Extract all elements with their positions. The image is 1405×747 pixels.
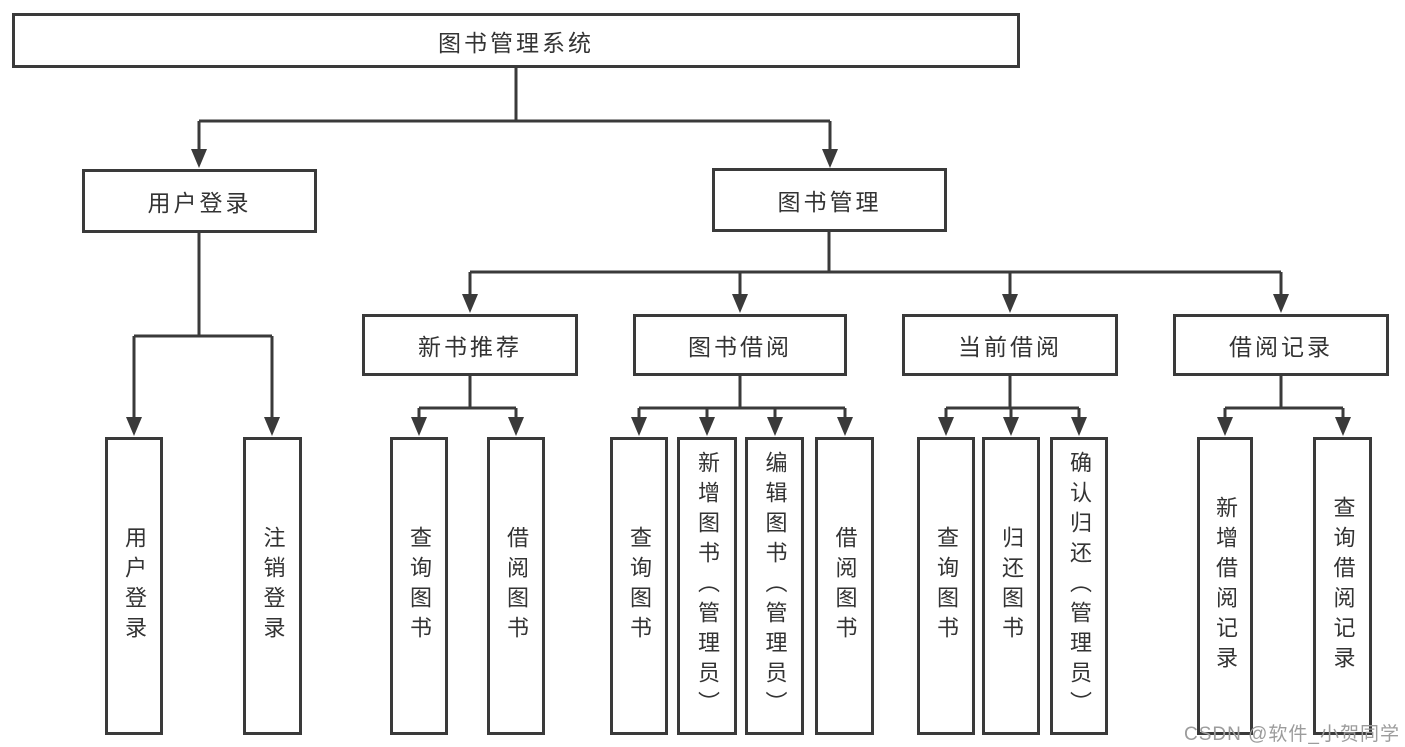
arrow-icon (631, 417, 647, 436)
leaf-borrow-books-borrow: 借阅图书 (815, 437, 874, 735)
node-user-login: 用户登录 (82, 169, 317, 233)
edge-root-children (197, 68, 832, 152)
arrowheads (126, 149, 1351, 436)
edge-book-borrow-children (637, 376, 847, 421)
leaf-confirm-return-admin: 确认归还（管理员） (1050, 437, 1108, 735)
leaf-query-books-newrec: 查询图书 (390, 437, 448, 735)
edge-current-borrow-children (944, 376, 1081, 421)
arrow-icon (1002, 294, 1018, 313)
leaf-query-books-borrow-label: 查询图书 (627, 526, 652, 646)
node-root-label: 图书管理系统 (438, 29, 594, 56)
arrow-icon (767, 417, 783, 436)
leaf-user-login: 用户登录 (105, 437, 163, 735)
leaf-edit-book-admin-label: 编辑图书（管理员） (762, 451, 788, 721)
edge-book-mgmt-children (468, 232, 1283, 297)
node-borrow-records: 借阅记录 (1173, 314, 1389, 376)
leaf-query-borrow-record-label: 查询借阅记录 (1330, 496, 1356, 676)
leaf-query-books-borrow: 查询图书 (610, 437, 668, 735)
leaf-query-borrow-record: 查询借阅记录 (1313, 437, 1372, 735)
node-root: 图书管理系统 (12, 13, 1020, 68)
leaf-borrow-books-newrec: 借阅图书 (487, 437, 545, 735)
node-new-book-recommend: 新书推荐 (362, 314, 578, 376)
leaf-borrow-books-borrow-label: 借阅图书 (832, 526, 858, 646)
arrow-icon (822, 149, 838, 168)
arrow-icon (462, 294, 478, 313)
leaf-borrow-books-newrec-label: 借阅图书 (504, 526, 529, 646)
edge-borrow-records-children (1223, 376, 1345, 421)
node-user-login-label: 用户登录 (147, 190, 252, 216)
node-book-borrow-label: 图书借阅 (688, 334, 792, 360)
leaf-return-books: 归还图书 (982, 437, 1040, 735)
node-current-borrow-label: 当前借阅 (958, 334, 1062, 360)
edge-user-login-children (132, 233, 274, 420)
edge-new-book-children (417, 376, 518, 421)
node-new-book-recommend-label: 新书推荐 (418, 334, 522, 360)
leaf-logout-label: 注销登录 (260, 526, 286, 646)
arrow-icon (732, 294, 748, 313)
arrow-icon (1071, 417, 1087, 436)
arrow-icon (264, 417, 280, 436)
node-borrow-records-label: 借阅记录 (1229, 334, 1333, 360)
node-book-management-label: 图书管理 (777, 189, 882, 215)
leaf-add-borrow-record: 新增借阅记录 (1197, 437, 1253, 735)
arrow-icon (191, 149, 207, 168)
leaf-query-books-current-label: 查询图书 (934, 526, 959, 646)
leaf-confirm-return-admin-label: 确认归还（管理员） (1067, 451, 1092, 721)
node-book-management: 图书管理 (712, 168, 947, 232)
arrow-icon (938, 417, 954, 436)
leaf-query-books-newrec-label: 查询图书 (407, 526, 432, 646)
leaf-add-borrow-record-label: 新增借阅记录 (1213, 496, 1238, 676)
leaf-add-book-admin: 新增图书（管理员） (677, 437, 737, 735)
leaf-user-login-label: 用户登录 (122, 526, 147, 646)
arrow-icon (508, 417, 524, 436)
arrow-icon (699, 417, 715, 436)
edges (132, 68, 1345, 421)
leaf-return-books-label: 归还图书 (999, 526, 1024, 646)
arrow-icon (1003, 417, 1019, 436)
arrow-icon (837, 417, 853, 436)
node-current-borrow: 当前借阅 (902, 314, 1118, 376)
arrow-icon (126, 417, 142, 436)
leaf-add-book-admin-label: 新增图书（管理员） (695, 451, 720, 721)
arrow-icon (1335, 417, 1351, 436)
arrow-icon (1217, 417, 1233, 436)
leaf-logout: 注销登录 (243, 437, 302, 735)
arrow-icon (411, 417, 427, 436)
node-book-borrow: 图书借阅 (633, 314, 847, 376)
leaf-query-books-current: 查询图书 (917, 437, 975, 735)
leaf-edit-book-admin: 编辑图书（管理员） (745, 437, 804, 735)
watermark: CSDN @软件_小贺同学 (1184, 724, 1400, 745)
arrow-icon (1273, 294, 1289, 313)
